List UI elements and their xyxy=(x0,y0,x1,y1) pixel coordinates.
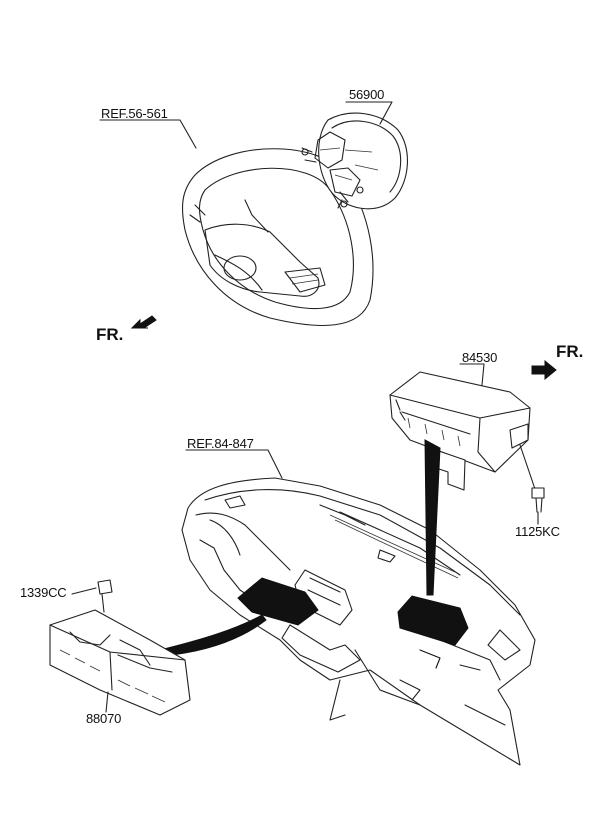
control-unit xyxy=(49,609,191,716)
label-leaders xyxy=(71,101,539,713)
front-direction-arrow-top xyxy=(130,315,157,329)
label-1339cc: 1339CC xyxy=(20,585,67,600)
installed-passenger-airbag xyxy=(397,439,469,669)
nut-1339cc xyxy=(97,579,113,613)
bolt-1125kc xyxy=(519,444,545,513)
leader-arrow xyxy=(159,614,267,657)
label-84530: 84530 xyxy=(462,350,498,365)
installed-driver-module xyxy=(237,577,319,626)
label-ref-84-847: REF.84-847 xyxy=(187,436,254,451)
passenger-airbag-module xyxy=(389,371,531,491)
label-88070: 88070 xyxy=(86,711,122,726)
steering-wheel xyxy=(181,148,374,326)
label-fr-right: FR. xyxy=(556,342,584,361)
driver-airbag-module xyxy=(301,112,408,210)
label-fr-top: FR. xyxy=(96,325,124,344)
front-direction-arrow-right xyxy=(531,359,557,381)
label-56900: 56900 xyxy=(349,87,385,102)
label-ref-56-561: REF.56-561 xyxy=(101,106,168,121)
label-1125kc: 1125KC xyxy=(515,524,560,539)
crash-pad xyxy=(181,477,536,766)
